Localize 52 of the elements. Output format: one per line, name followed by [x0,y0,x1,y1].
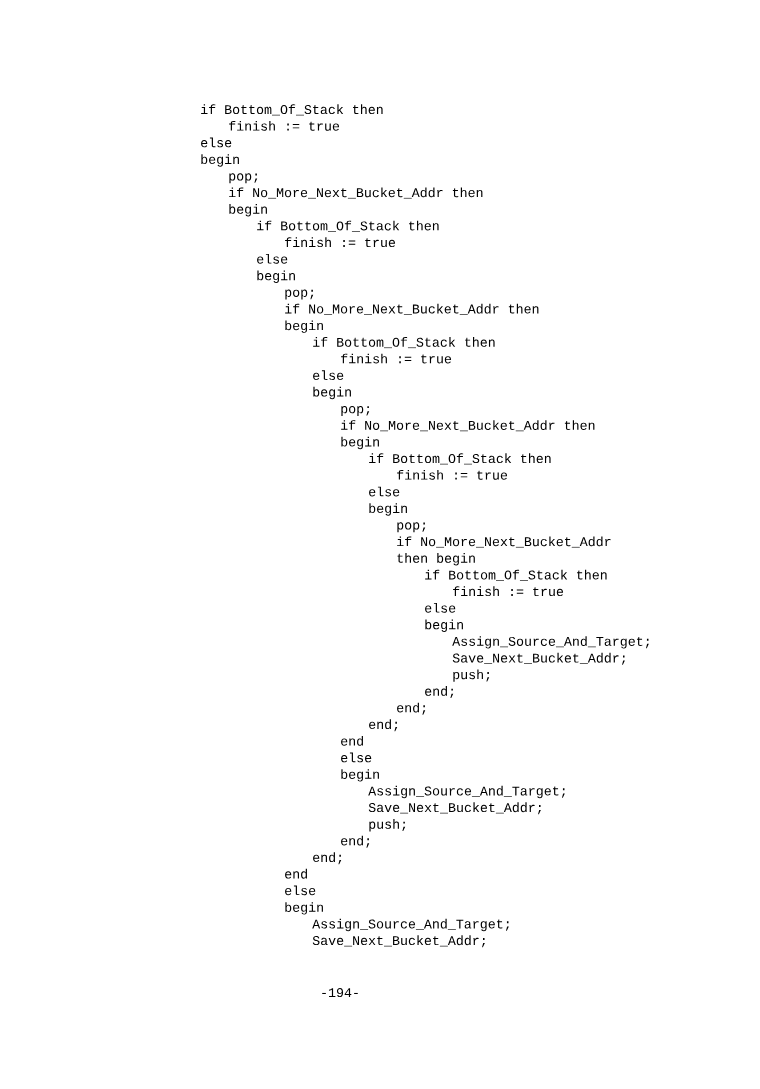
code-line: if Bottom_Of_Stack then [425,569,607,581]
code-line: end; [369,719,398,732]
code-line: finish := true [229,120,340,131]
code-line: end; [341,835,370,848]
code-line: if Bottom_Of_Stack then [257,220,439,232]
page-number: -194- [322,988,358,998]
code-line: push; [369,819,406,832]
code-line: begin [201,154,239,167]
code-line: begin [369,503,407,516]
code-line: else [201,137,232,148]
code-line: push; [453,669,490,682]
code-line: end [285,868,307,879]
code-line: finish := true [453,586,564,597]
code-line: else [341,752,372,763]
code-line: if No_More_Next_Bucket_Addr then [285,303,539,315]
code-line: begin [229,204,267,217]
code-line: else [369,486,400,497]
code-line: begin [257,270,295,283]
code-line: pop; [229,173,258,184]
code-line: else [285,885,316,896]
code-line: finish := true [397,469,508,480]
code-line: if No_More_Next_Bucket_Addr then [341,420,595,432]
code-line: end [341,735,363,746]
code-line: then begin [397,553,475,566]
code-line: Assign_Source_And_Target; [312,918,509,932]
code-line: pop; [285,289,314,300]
code-line: if Bottom_Of_Stack then [313,337,495,349]
code-line: Save_Next_Bucket_Addr; [368,802,541,815]
code-line: Assign_Source_And_Target; [452,636,649,649]
code-line: else [257,253,288,264]
code-line: if No_More_Next_Bucket_Addr [397,536,611,548]
code-line: pop; [397,522,426,533]
code-line: Assign_Source_And_Target; [368,785,565,799]
code-line: if Bottom_Of_Stack then [201,104,383,116]
code-line: if No_More_Next_Bucket_Addr then [229,187,483,199]
code-line: pop; [341,406,370,416]
code-line: else [425,602,456,613]
code-line: begin [341,769,379,782]
code-line: begin [425,619,463,632]
code-line: finish := true [341,353,452,364]
code-line: end; [313,852,342,865]
code-line: else [313,370,344,380]
code-line: if Bottom_Of_Stack then [369,453,551,465]
code-line: end; [397,702,426,715]
code-line: begin [313,386,351,400]
code-line: begin [285,902,323,915]
code-line: begin [341,436,379,450]
code-line: finish := true [285,237,396,248]
code-line: Save_Next_Bucket_Addr; [452,652,625,665]
code-line: begin [285,320,323,333]
code-line: Save_Next_Bucket_Addr; [312,935,485,948]
code-line: end; [425,686,454,699]
